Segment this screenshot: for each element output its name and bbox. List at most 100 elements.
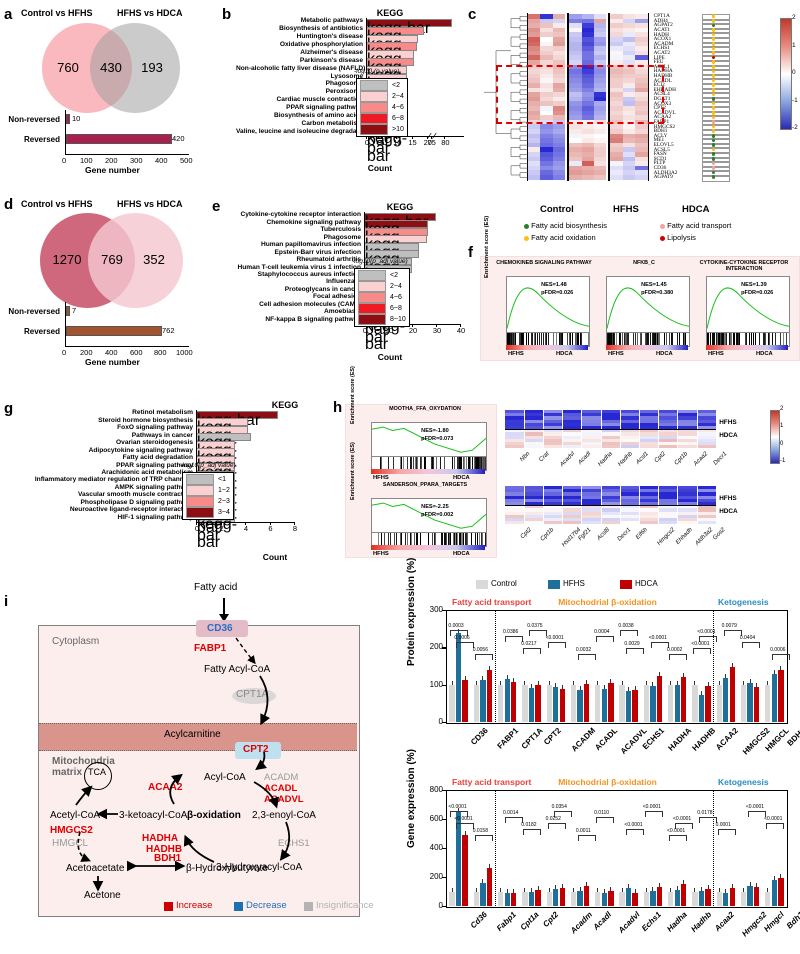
chart-legend-label: HFHS: [563, 579, 585, 588]
bar-cat-label: Non-reversed: [0, 307, 60, 316]
chart-bar: [560, 888, 565, 906]
chart-error-bar: [538, 886, 539, 890]
panel-d-barchart: Non-reversed Reversed 7 762 0 200 400 60…: [0, 302, 230, 362]
chart-bar: [529, 688, 534, 722]
chart-bar: [699, 891, 704, 906]
chart-legend-swatch: [620, 580, 632, 589]
chart-error-bar: [767, 888, 768, 892]
kegg-category-label: Alzheimer's disease: [236, 49, 363, 56]
bar-x-axis: [65, 154, 189, 155]
chart-significance-bracket: [651, 642, 669, 648]
chart-error-bar: [750, 679, 751, 683]
chart-error-bar: [743, 681, 744, 685]
chart-bar: [505, 893, 510, 906]
heatmap-class-dot-icon: [712, 14, 716, 18]
kegg-x-tick: 0: [361, 138, 373, 147]
chart-error-bar: [646, 681, 647, 685]
chart-significance-bracket: [578, 835, 596, 841]
kegg-legend-title: -log10(p_adj value): [352, 258, 408, 265]
chart-error-bar: [597, 681, 598, 685]
chart-error-bar: [610, 679, 611, 683]
kegg-category-label: HIF-1 signaling pathway: [14, 514, 193, 521]
kegg-x-tick: 10: [391, 138, 403, 147]
kegg-tick-mark: [460, 324, 461, 327]
chart-bar: [657, 676, 662, 722]
kegg-category-label: Metabolic pathways: [236, 17, 363, 24]
heatmap-cell: [528, 175, 540, 180]
chart-category-label: Cpt2: [542, 910, 561, 929]
chart-bar: [462, 680, 467, 722]
chart-significance-bracket: [596, 817, 614, 823]
chart-pvalue-label: 0.0354: [552, 804, 567, 810]
panel-h-gene-label: Crat: [538, 451, 550, 463]
gsea-title: CHEMOKINEB SIGNALING PATHWAY: [496, 260, 592, 266]
chart-significance-bracket: [548, 642, 566, 648]
panel-e-title: KEGG: [370, 202, 430, 212]
chart-pvalue-label: 0.0014: [503, 810, 518, 816]
heatmap-colorbar-tick: 2: [792, 14, 796, 21]
panel-h-heatmap-cell: [620, 521, 639, 524]
chart-bar: [644, 685, 649, 722]
panel-c-group-control: Control: [540, 204, 574, 215]
chart-bar: [699, 695, 704, 722]
kegg-legend-swatch: [186, 485, 214, 496]
heatmap-class-dot-icon: [712, 134, 716, 138]
kegg-x-tick: 6: [265, 524, 277, 533]
chart-pvalue-label: 0.0182: [521, 822, 536, 828]
chart-category-label: Hadha: [665, 910, 689, 934]
bar-cat-label: Reversed: [0, 327, 60, 336]
chart-pvalue-label: 0.0056: [473, 647, 488, 653]
x-tick: 1000: [176, 348, 193, 357]
kegg-category-label: Non-alcoholic fatty liver disease (NAFLD…: [236, 65, 363, 72]
chart-y-tick-mark: [442, 722, 446, 723]
heatmap-class-dot-icon: [712, 152, 716, 156]
kegg-category-label: Biosynthesis of amino acids: [236, 112, 363, 119]
chart-bar: [772, 880, 777, 906]
panel-h-gene-label: Acadvl: [559, 451, 576, 468]
kegg-category-label: FoxO signaling pathway: [14, 424, 193, 431]
chart-significance-bracket: [669, 654, 687, 660]
chart-error-bar: [513, 889, 514, 893]
legend-dot-lipolysis-icon: [660, 236, 665, 241]
chart-category-label: Fabp1: [495, 910, 518, 933]
bar-x-axis-label: Gene number: [85, 357, 140, 367]
chart-bar: [480, 680, 485, 722]
chart-y-axis-label: Gene expression (%): [406, 749, 417, 848]
panel-e-chart: Cytokine-cytokine receptor interactionke…: [236, 212, 466, 345]
chart-pvalue-label: 0.0002: [667, 647, 682, 653]
kegg-legend-title: -log10(p_adj value): [180, 462, 236, 469]
chart-error-bar: [586, 882, 587, 886]
chart-bar: [619, 685, 624, 722]
kegg-category-label: Parkinson's disease: [236, 57, 363, 64]
kegg-category-label: Valine, leucine and isoleucine degradati…: [236, 128, 363, 135]
kegg-tick-mark: [436, 324, 437, 327]
panel-e-label: e: [212, 198, 220, 215]
diagram-label-acadvl: ACADVL: [264, 794, 304, 805]
chart-category-label: CPT1A: [520, 726, 545, 751]
heatmap-colorbar-tick: 1: [792, 42, 796, 49]
gsea-right-label: HDCA: [453, 551, 470, 557]
chart-error-bar: [774, 670, 775, 674]
chart-error-bar: [482, 879, 483, 883]
kegg-category-label: Lysosome: [236, 73, 363, 80]
gsea-title: NFKB_C: [596, 260, 692, 266]
kegg-legend-swatch: [360, 124, 388, 135]
chart-pvalue-label: <0.0001: [673, 816, 691, 822]
venn-count-mid: 769: [91, 252, 133, 267]
chart-bar: [511, 893, 516, 906]
kegg-category-label: PPAR signaling pathway: [14, 462, 193, 469]
chart-bar: [498, 685, 503, 722]
x-tick: 300: [130, 156, 143, 165]
chart-bar: [681, 884, 686, 906]
panel-a-venn-left-title: Control vs HFHS: [21, 8, 93, 18]
chart-significance-bracket: [718, 829, 736, 835]
chart-y-tick: 200: [424, 872, 443, 881]
chart-error-bar: [489, 864, 490, 868]
chart-pvalue-label: 0.0001: [716, 822, 731, 828]
kegg-category-label: Rheumatoid arthritis: [236, 256, 361, 263]
chart-y-tick: 600: [424, 814, 443, 823]
venn-count-right: 193: [132, 60, 172, 75]
panel-c-label: c: [468, 6, 476, 23]
panel-h-heatmap-cell: [601, 521, 620, 524]
chart-bar: [723, 893, 728, 906]
